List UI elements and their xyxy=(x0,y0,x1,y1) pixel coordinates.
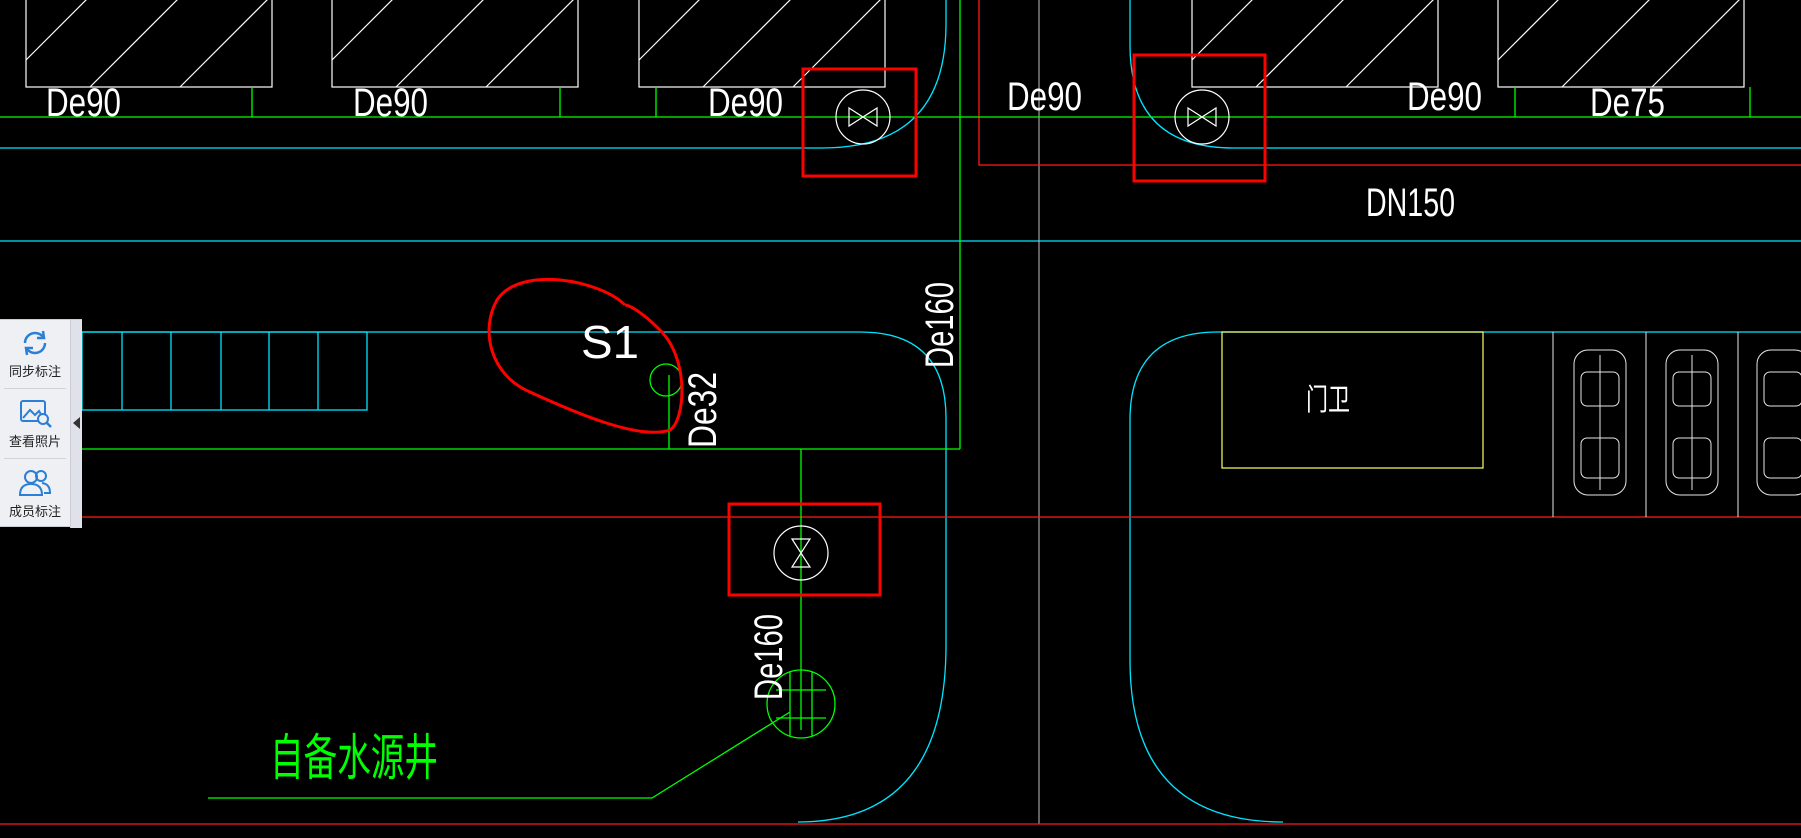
annotation-side-panel: 同步标注 查看照片 成员标注 xyxy=(0,319,82,528)
valve-symbols xyxy=(773,89,1230,581)
panel-divider xyxy=(4,458,66,459)
sync-annotation-label: 同步标注 xyxy=(8,365,61,380)
car-icon xyxy=(1573,349,1627,496)
gatehouse-label: 门卫 xyxy=(1306,384,1350,417)
gatehouse-outline xyxy=(1221,331,1484,469)
building-blocks xyxy=(25,0,1745,88)
pipe-label: De90 xyxy=(1407,75,1482,119)
members-icon xyxy=(18,470,52,496)
panel-collapse-handle[interactable] xyxy=(70,320,82,528)
riser-label: S1 xyxy=(581,316,639,368)
view-photos-button[interactable]: 查看照片 xyxy=(0,390,70,456)
member-annotation-label: 成员标注 xyxy=(8,505,61,520)
valve-highlight-2 xyxy=(1132,53,1267,183)
member-annotation-button[interactable]: 成员标注 xyxy=(0,460,70,526)
water-pipes xyxy=(0,0,1801,799)
vertical-pipe-label: De160 xyxy=(747,614,791,700)
freehand-circle-annotation xyxy=(487,278,684,434)
pipe-label: De75 xyxy=(1590,81,1665,125)
branch-pipe-label: De32 xyxy=(681,372,725,448)
pipe-label: De90 xyxy=(708,81,783,125)
valve-highlight-3 xyxy=(727,502,882,597)
caret-left-icon xyxy=(73,417,80,429)
highlight-boxes xyxy=(727,53,1267,597)
vertical-pipe-label: De160 xyxy=(918,282,962,368)
sync-annotation-button[interactable]: 同步标注 xyxy=(0,320,70,386)
main-pipe-label: DN150 xyxy=(1366,181,1455,225)
well-label: 自备水源井 xyxy=(270,730,438,786)
pipe-label: De90 xyxy=(1007,75,1082,119)
pipe-label: De90 xyxy=(353,81,428,125)
car-icon xyxy=(1756,349,1801,496)
valve-highlight-1 xyxy=(801,67,918,178)
photo-search-icon xyxy=(20,400,52,428)
sync-icon xyxy=(23,330,47,356)
car-icon xyxy=(1665,349,1719,496)
pipe-label: De90 xyxy=(46,81,121,125)
parking-stalls xyxy=(1552,332,1801,517)
panel-divider xyxy=(4,388,66,389)
view-photos-label: 查看照片 xyxy=(8,435,61,450)
